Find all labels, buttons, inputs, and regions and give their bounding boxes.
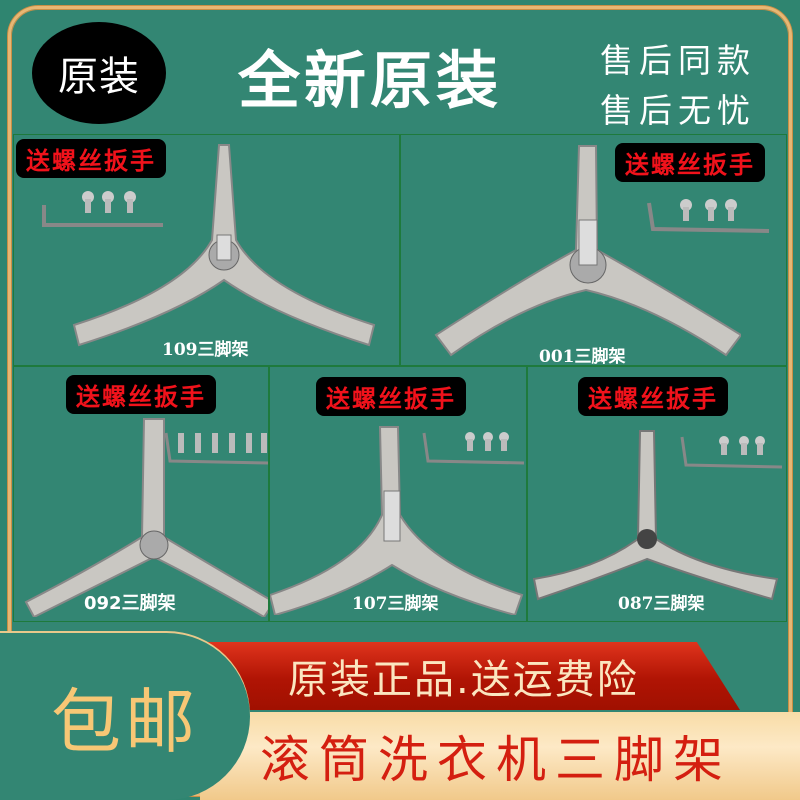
product-card-107[interactable]: 送螺丝扳手 107三脚架 xyxy=(269,366,527,622)
product-grid: 送螺丝扳手 109三脚架 送螺丝扳手 001三脚架 送螺丝扳手 xyxy=(13,134,787,622)
free-shipping-text: 包邮 xyxy=(51,681,199,763)
tripod-087-image xyxy=(532,430,779,601)
after-sales-line-2: 售后无忧 xyxy=(600,91,756,130)
product-card-001[interactable]: 送螺丝扳手 001三脚架 xyxy=(400,134,787,366)
tripod-109-image xyxy=(72,144,376,347)
product-name-banner: 滚筒洗衣机三脚架 xyxy=(200,712,800,800)
after-sales-lines: 售后同款 售后无忧 xyxy=(600,36,756,136)
model-label: 109三脚架 xyxy=(162,340,249,360)
gift-label: 送螺丝扳手 xyxy=(316,377,466,416)
screws-wrench-icon xyxy=(647,199,770,233)
gift-label: 送螺丝扳手 xyxy=(66,375,216,414)
gift-label: 送螺丝扳手 xyxy=(578,377,728,416)
screws-wrench-icon xyxy=(680,436,783,469)
model-label: 107三脚架 xyxy=(352,594,439,614)
screws-wrench-icon xyxy=(164,432,268,465)
free-shipping-badge: 包邮 xyxy=(0,633,250,800)
promo-ribbon: 原装正品.送运费险 xyxy=(200,642,740,710)
product-name-text: 滚筒洗衣机三脚架 xyxy=(260,731,732,789)
tripod-001-image xyxy=(434,145,741,357)
product-card-087[interactable]: 送螺丝扳手 087三脚架 xyxy=(527,366,787,622)
original-badge: 原装 xyxy=(32,22,166,124)
screws-wrench-icon xyxy=(42,191,163,227)
screws-wrench-icon xyxy=(422,432,525,465)
gift-label: 送螺丝扳手 xyxy=(615,143,765,182)
tripod-107-image xyxy=(270,426,524,615)
tripod-092-image xyxy=(24,418,268,617)
model-label: 092三脚架 xyxy=(84,593,176,614)
main-title: 全新原装 xyxy=(238,44,503,117)
promo-text: 原装正品.送运费险 xyxy=(288,657,639,703)
model-label: 001三脚架 xyxy=(539,347,626,366)
model-label: 087三脚架 xyxy=(618,594,705,614)
after-sales-line-1: 售后同款 xyxy=(600,41,756,80)
product-card-092[interactable]: 送螺丝扳手 092三脚架 xyxy=(13,366,269,622)
gift-label: 送螺丝扳手 xyxy=(16,139,166,178)
badge-text: 原装 xyxy=(58,54,140,100)
product-card-109[interactable]: 送螺丝扳手 109三脚架 xyxy=(13,134,400,366)
